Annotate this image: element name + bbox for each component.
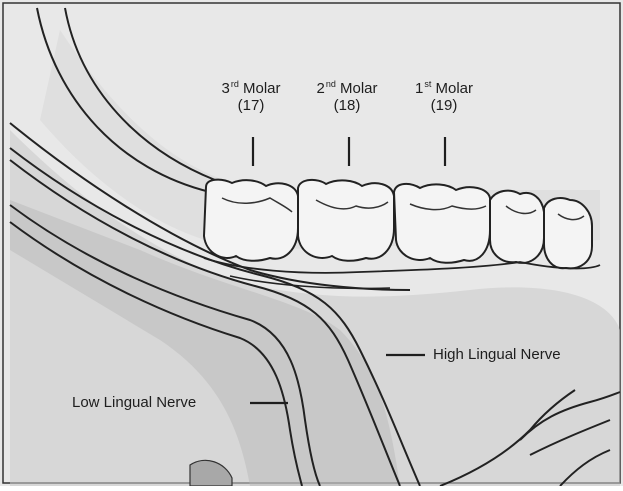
ordinal-suffix: rd <box>231 79 239 89</box>
tooth-word: Molar <box>436 80 474 97</box>
ordinal-number: 3 <box>221 80 229 97</box>
tooth-3rd-molar <box>204 180 298 261</box>
tooth-premolar-2 <box>490 191 544 263</box>
label-3rd-molar: 3rd Molar (17) <box>221 80 280 115</box>
tooth-1st-molar <box>394 184 490 263</box>
tooth-number: (17) <box>221 97 280 114</box>
tooth-2nd-molar <box>298 180 394 261</box>
ordinal-suffix: st <box>424 79 431 89</box>
tooth-word: Molar <box>340 80 378 97</box>
tooth-number: (18) <box>316 97 377 114</box>
label-1st-molar: 1st Molar (19) <box>415 80 473 115</box>
tooth-premolar-1 <box>544 198 592 268</box>
tooth-word: Molar <box>243 80 281 97</box>
label-low-lingual-nerve: Low Lingual Nerve <box>72 394 196 411</box>
label-high-lingual-nerve: High Lingual Nerve <box>433 346 561 363</box>
label-2nd-molar-line1: 2nd Molar <box>316 80 377 97</box>
ordinal-number: 2 <box>316 80 324 97</box>
ordinal-number: 1 <box>415 80 423 97</box>
tooth-number: (19) <box>415 97 473 114</box>
label-3rd-molar-line1: 3rd Molar <box>221 80 280 97</box>
label-2nd-molar: 2nd Molar (18) <box>316 80 377 115</box>
ordinal-suffix: nd <box>326 79 336 89</box>
label-1st-molar-line1: 1st Molar <box>415 80 473 97</box>
